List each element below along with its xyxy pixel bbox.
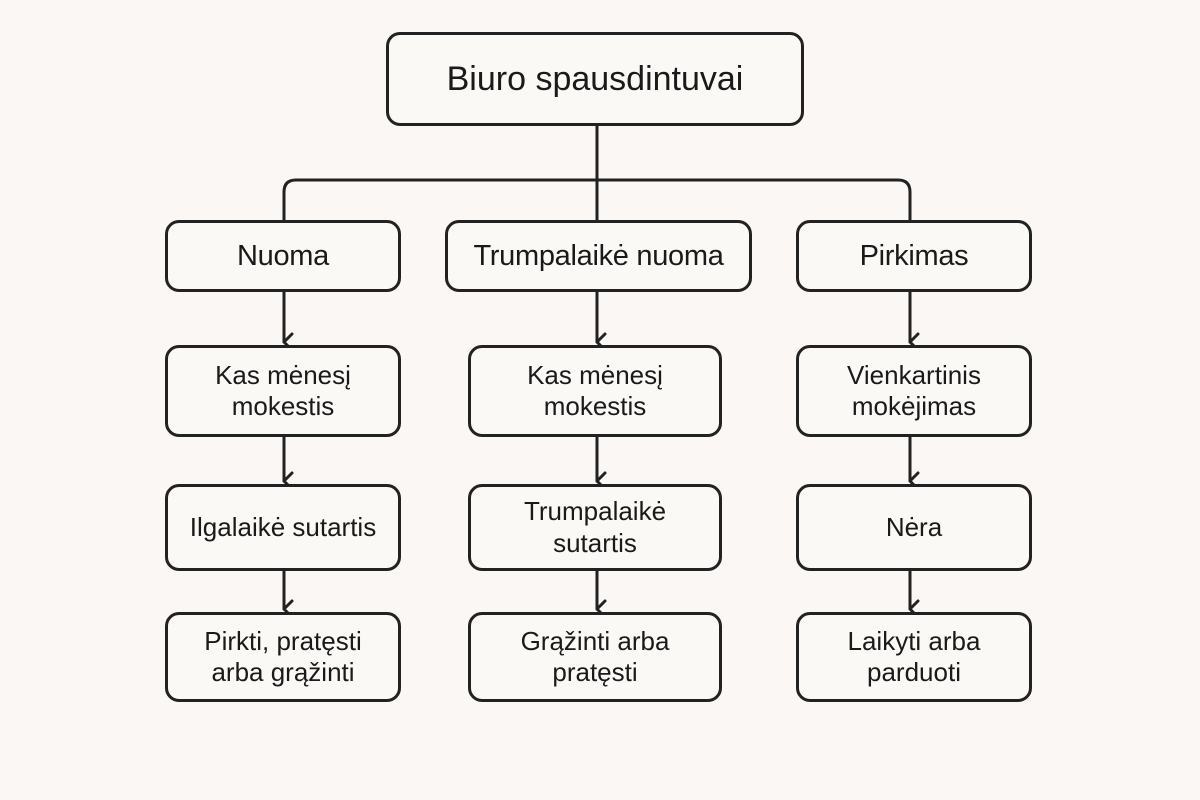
step-node-trumpalaike-2: Trumpalaikė sutartis <box>468 484 722 571</box>
step-node-label: Trumpalaikė sutartis <box>523 496 667 558</box>
step-node-trumpalaike-3: Grąžinti arba pratęsti <box>468 612 722 702</box>
step-node-label: Grąžinti arba pratęsti <box>520 625 670 687</box>
step-node-pirkimas-2: Nėra <box>796 484 1032 571</box>
step-node-nuoma-3: Pirkti, pratęsti arba grąžinti <box>165 612 401 702</box>
root-node-label: Biuro spausdintuvai <box>446 59 744 98</box>
step-node-label: Kas mėnesį mokestis <box>215 359 351 421</box>
step-node-label: Laikyti arba parduoti <box>847 625 981 687</box>
branch-node-label: Pirkimas <box>859 239 969 272</box>
branch-split-line <box>282 178 912 222</box>
step-node-label: Pirkti, pratęsti arba grąžinti <box>204 625 362 687</box>
step-node-nuoma-1: Kas mėnesį mokestis <box>165 345 401 437</box>
branch-node-trumpalaike-nuoma: Trumpalaikė nuoma <box>445 220 752 292</box>
step-node-label: Kas mėnesį mokestis <box>527 359 663 421</box>
branch-node-nuoma: Nuoma <box>165 220 401 292</box>
step-node-label: Vienkartinis mokėjimas <box>847 359 981 421</box>
step-node-pirkimas-1: Vienkartinis mokėjimas <box>796 345 1032 437</box>
step-node-label: Nėra <box>885 511 943 542</box>
branch-node-pirkimas: Pirkimas <box>796 220 1032 292</box>
step-node-trumpalaike-1: Kas mėnesį mokestis <box>468 345 722 437</box>
step-node-label: Ilgalaikė sutartis <box>189 511 377 542</box>
step-node-nuoma-2: Ilgalaikė sutartis <box>165 484 401 571</box>
step-node-pirkimas-3: Laikyti arba parduoti <box>796 612 1032 702</box>
root-node: Biuro spausdintuvai <box>386 32 804 126</box>
branch-node-label: Trumpalaikė nuoma <box>473 239 724 272</box>
branch-node-label: Nuoma <box>237 239 329 272</box>
